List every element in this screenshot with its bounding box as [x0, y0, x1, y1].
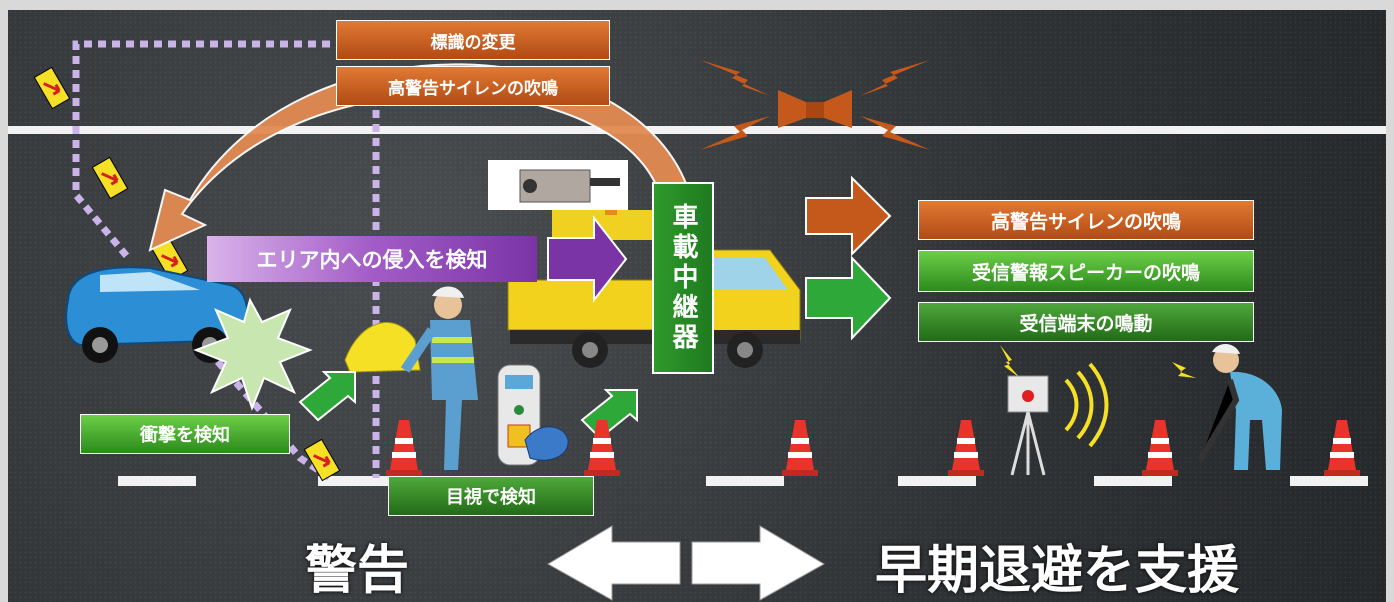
- heading-evacuation: 早期退避を支援: [875, 541, 1240, 601]
- speaker-icon: [1000, 345, 1109, 476]
- label-siren-right: 高警告サイレンの吹鳴: [918, 200, 1254, 240]
- lane-line-top: [8, 126, 1386, 134]
- lane-dash: [1290, 476, 1368, 486]
- label-sign-change: 標識の変更: [336, 20, 610, 60]
- worker-flag-icon: [344, 286, 478, 470]
- impact-burst-icon: [193, 297, 313, 411]
- heading-warning: 警告: [305, 541, 410, 601]
- transmitter-icon: [497, 364, 569, 466]
- lane-dash: [706, 476, 784, 486]
- label-speaker: 受信警報スピーカーの吹鳴: [918, 250, 1254, 292]
- label-impact: 衝撃を検知: [80, 414, 290, 454]
- label-visual: 目視で検知: [388, 476, 594, 516]
- lane-dash: [118, 476, 196, 486]
- relay-device-icon: [488, 160, 628, 210]
- lane-dash: [1094, 476, 1172, 486]
- label-relay: 車載中継器: [652, 182, 714, 374]
- label-intrusion: エリア内への侵入を検知: [207, 236, 537, 282]
- siren-icon: [700, 60, 930, 150]
- lane-dash: [318, 476, 396, 486]
- relay-text: 車載中継器: [668, 203, 698, 353]
- cone-icon: [386, 420, 1360, 476]
- lane-dash: [898, 476, 976, 486]
- label-siren-top: 高警告サイレンの吹鳴: [336, 66, 610, 106]
- worker-drill-icon: [1172, 343, 1282, 470]
- label-terminal: 受信端末の鳴動: [918, 302, 1254, 342]
